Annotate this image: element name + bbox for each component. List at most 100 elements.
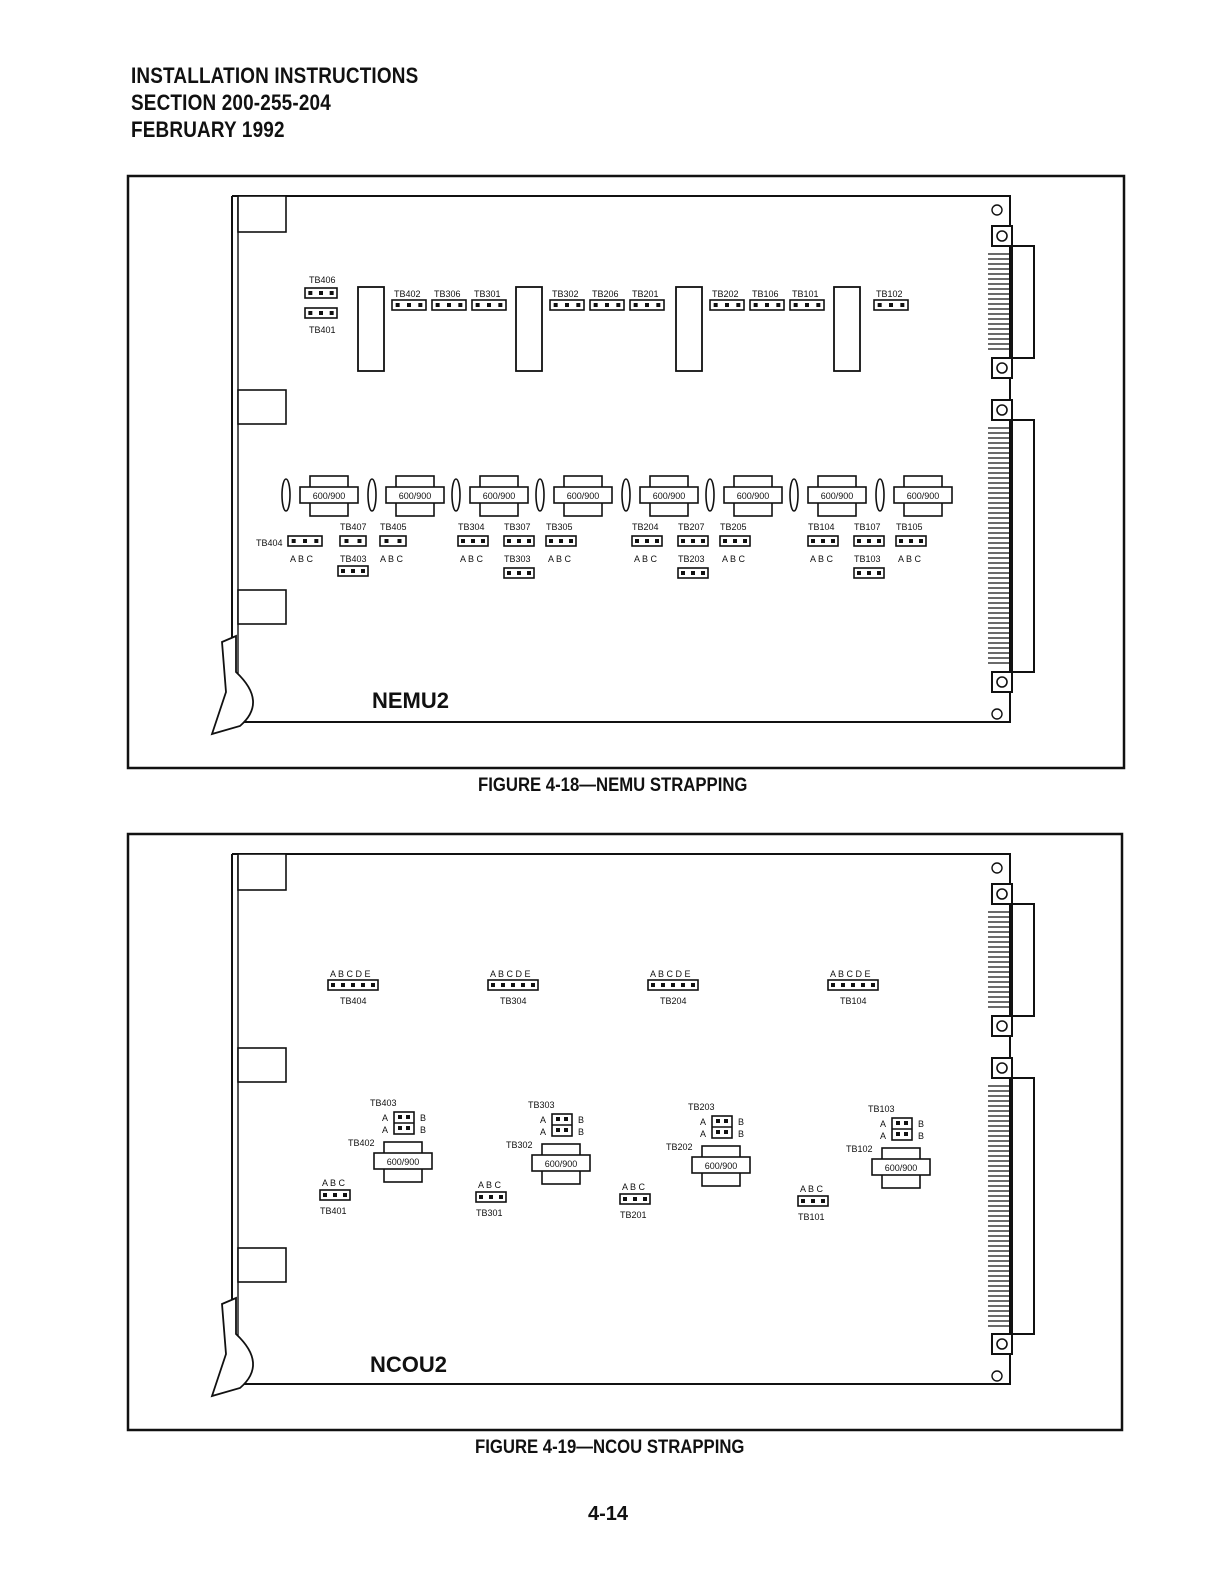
- ncou-connector-screw-head: [996, 888, 1008, 900]
- jumper-tb303-pin: [556, 1117, 560, 1121]
- abcde-letters: A B C D E: [830, 969, 871, 979]
- nemu-connector-screw: [991, 399, 1013, 421]
- jumper-tb203-pin: [681, 571, 685, 575]
- transformer-1-label: 600/900: [545, 1159, 578, 1169]
- jumper-label-tb303: TB303: [528, 1100, 555, 1110]
- jumper-tb304-pin: [501, 983, 505, 987]
- ncou-mount-hole: [991, 1370, 1003, 1382]
- jumper-tb104-pin: [831, 983, 835, 987]
- jumper-tb103-pin: [896, 1121, 900, 1125]
- transformer-3-label: 600/900: [885, 1163, 918, 1173]
- jumper-tb204-pin: [655, 539, 659, 543]
- nemu-mount-hole: [991, 708, 1003, 720]
- nemu-connector-0: [1011, 245, 1035, 359]
- transformer-7-label: 600/900: [907, 491, 940, 501]
- nemu-edge-tab-0: [237, 195, 287, 233]
- jumper-tb304-pin: [511, 983, 515, 987]
- pin-letter: A: [540, 1127, 546, 1137]
- jumper-tb103-pin: [896, 1132, 900, 1136]
- ncou-edge-tab-0: [237, 853, 287, 891]
- jumper-label-tb103: TB103: [868, 1104, 895, 1114]
- jumper-tb204-pin: [635, 539, 639, 543]
- transformer-1-capacitor: [367, 478, 377, 512]
- jumper-tb306-pin: [435, 303, 440, 307]
- pin-letter: B: [918, 1131, 924, 1141]
- jumper-tb101-pin: [793, 303, 798, 307]
- jumper-tb104-pin: [821, 539, 825, 543]
- nemu-connector-screw-head: [996, 230, 1008, 242]
- pin-letter: B: [420, 1125, 426, 1135]
- header-line-2: SECTION 200-255-204: [131, 90, 331, 115]
- jumper-tb206-pin: [605, 303, 609, 307]
- jumper-label-tb303: TB303: [504, 554, 531, 564]
- jumper-label-tb404: TB404: [340, 996, 367, 1006]
- jumper-tb104-pin: [841, 983, 845, 987]
- transformer-0-capacitor: [281, 478, 291, 512]
- nemu-connector-screw: [991, 671, 1013, 693]
- jumper-tb205-pin: [733, 539, 737, 543]
- abc-letters: A B C: [622, 1182, 646, 1192]
- nemu-connector-screw-head: [996, 676, 1008, 688]
- jumper-tb207-pin: [691, 539, 695, 543]
- jumper-tb303-pin: [507, 571, 511, 575]
- ncou-board-outline: [232, 853, 1011, 1385]
- transformer-6-capacitor: [789, 478, 799, 512]
- transformer-2-label-box: [469, 486, 529, 504]
- jumper-label-tb205: TB205: [720, 522, 747, 532]
- abc-letters: A B C: [478, 1180, 502, 1190]
- jumper-tb306-pin: [447, 303, 451, 307]
- nemu-edge-tab-1: [237, 389, 287, 425]
- jumper-tb202-pin: [725, 303, 729, 307]
- jumper-label-tb101: TB101: [792, 289, 819, 299]
- jumper-tb305-pin: [559, 539, 563, 543]
- jumper-label-tb301: TB301: [476, 1208, 503, 1218]
- jumper-tb401-pin: [319, 311, 323, 315]
- jumper-tb407-pin: [344, 539, 349, 543]
- jumper-tb203-pin: [716, 1130, 720, 1134]
- transformer-1-label-box: [385, 486, 445, 504]
- pin-letter: A: [880, 1131, 886, 1141]
- jumper-tb404-pin: [351, 983, 355, 987]
- nemu-edge-tab-2: [237, 589, 287, 625]
- jumper-label-tb402: TB402: [348, 1138, 375, 1148]
- jumper-tb405: [379, 535, 407, 547]
- jumper-tb404-pin: [291, 539, 296, 543]
- jumper-label-tb405: TB405: [380, 522, 407, 532]
- jumper-tb304-pin: [461, 539, 465, 543]
- jumper-tb202-pin: [736, 303, 741, 307]
- jumper-tb101-pin: [801, 1199, 805, 1203]
- jumper-tb204-pin: [661, 983, 665, 987]
- jumper-tb104-pin: [861, 983, 865, 987]
- pin-letter: B: [738, 1117, 744, 1127]
- abc-letters: A B C: [548, 554, 572, 564]
- jumper-label-tb401: TB401: [309, 325, 336, 335]
- abc-letters: A B C: [290, 554, 314, 564]
- jumper-label-tb107: TB107: [854, 522, 881, 532]
- transformer-5-label: 600/900: [737, 491, 770, 501]
- abcde-letters: A B C D E: [330, 969, 371, 979]
- jumper-tb203-pin: [724, 1130, 728, 1134]
- jumper-label-tb204: TB204: [632, 522, 659, 532]
- jumper-tb204-pin: [645, 539, 649, 543]
- jumper-label-tb104: TB104: [840, 996, 867, 1006]
- jumper-tb107-pin: [877, 539, 881, 543]
- jumper-tb103-pin: [857, 571, 861, 575]
- transformer-3-label-box: [553, 486, 613, 504]
- jumper-label-tb207: TB207: [678, 522, 705, 532]
- jumper-tb103-pin: [904, 1121, 908, 1125]
- jumper-tb402-pin: [418, 303, 423, 307]
- jumper-tb303-pin: [556, 1128, 560, 1132]
- ncou-connector-screw: [991, 883, 1013, 905]
- transformer-4-label-box: [639, 486, 699, 504]
- ncou-edge-tab-1: [237, 1047, 287, 1083]
- header-line-3: FEBRUARY 1992: [131, 117, 285, 142]
- transformer-0-label-box: [373, 1152, 433, 1170]
- jumper-label-tb203: TB203: [688, 1102, 715, 1112]
- figure2-frame: [126, 832, 1124, 1432]
- transformer-2-label-box: [691, 1156, 751, 1174]
- jumper-tb201-pin: [645, 303, 649, 307]
- jumper-tb105-pin: [919, 539, 923, 543]
- jumper-label-tb301: TB301: [474, 289, 501, 299]
- jumper-tb205-pin: [723, 539, 727, 543]
- transformer-4-capacitor: [621, 478, 631, 512]
